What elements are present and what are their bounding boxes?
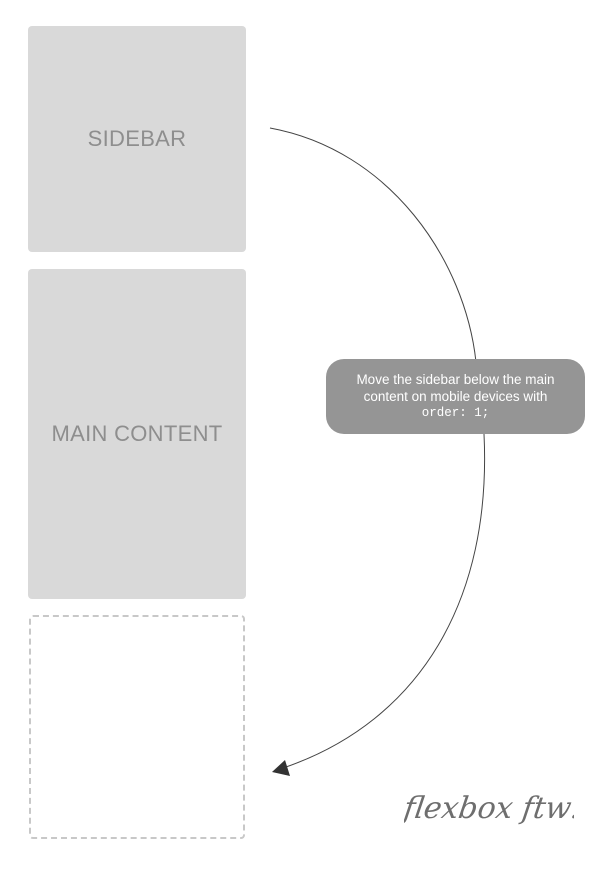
callout-code: order: 1; xyxy=(421,406,490,420)
callout-line-1: Move the sidebar below the main xyxy=(356,372,555,387)
main-content-box: MAIN CONTENT xyxy=(28,269,246,599)
signature-text: flexbox ftw! xyxy=(404,791,574,826)
callout-line-2: content on mobile devices with xyxy=(363,389,548,404)
arrowhead-icon xyxy=(272,760,290,776)
callout-bubble: Move the sidebar below the main content … xyxy=(326,359,585,434)
signature: flexbox ftw! xyxy=(404,791,574,826)
sidebar-box: SIDEBAR xyxy=(28,26,246,252)
arrow-curve-upper xyxy=(269,127,477,363)
sidebar-target-placeholder xyxy=(29,615,245,839)
main-content-label: MAIN CONTENT xyxy=(51,421,223,446)
sidebar-label: SIDEBAR xyxy=(87,126,187,151)
arrow-curve-lower xyxy=(285,433,486,768)
